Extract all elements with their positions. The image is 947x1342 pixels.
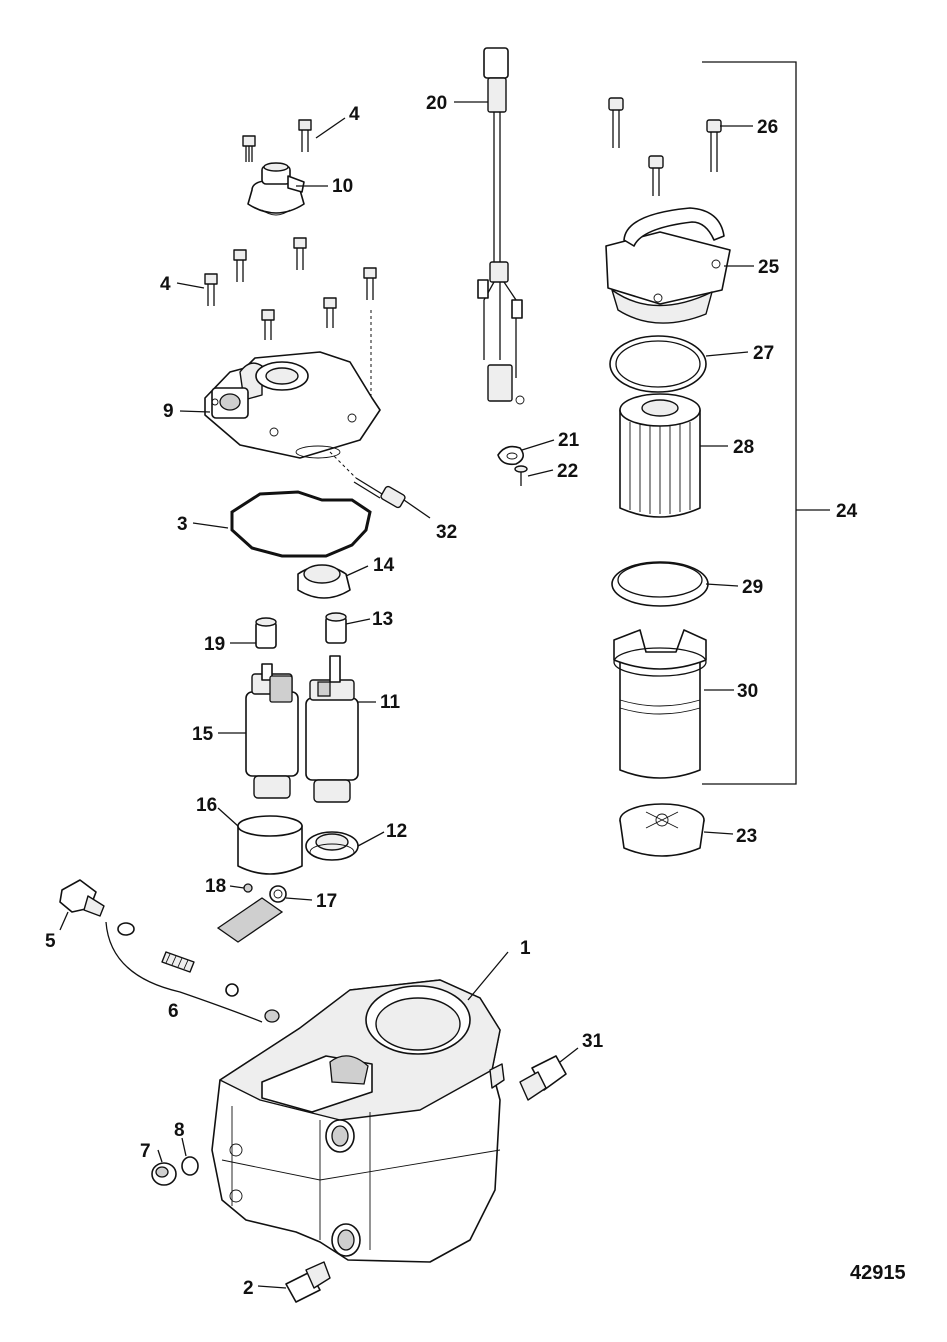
- callout-6: 6: [168, 1001, 179, 1022]
- callout-30: 30: [737, 681, 758, 702]
- callout-2: 2: [243, 1278, 254, 1299]
- part-15-fuel-pump: [245, 663, 299, 799]
- callout-13: 13: [372, 609, 393, 630]
- leader-lines: [59, 101, 754, 1289]
- part-26-screws: [608, 97, 722, 196]
- callout-28: 28: [733, 437, 754, 458]
- callout-14: 14: [373, 555, 395, 576]
- figure-number: 42915: [850, 1262, 906, 1284]
- part-25-filter-cover: [605, 207, 731, 324]
- part-23-filter-cap: [619, 803, 705, 857]
- part-3-gasket: [230, 490, 372, 558]
- callout-27: 27: [753, 343, 774, 364]
- callout-5: 5: [45, 931, 56, 952]
- part-18-ball: [243, 883, 253, 893]
- callout-9: 9: [163, 401, 174, 422]
- part-10-pressure-regulator: [247, 162, 305, 216]
- part-16-ring: [237, 815, 303, 875]
- callout-1: 1: [520, 938, 531, 959]
- part-30-filter-bowl: [613, 629, 707, 779]
- part-11-fuel-pump: [305, 655, 359, 803]
- part-4-bolts: [204, 119, 377, 340]
- callout-4: 4: [160, 274, 171, 295]
- callout-labels: 1 2 3 4 4 5 6 7 8 9 10 11 12 13 14 15 16…: [45, 93, 858, 1299]
- part-19-sleeve: [255, 617, 277, 649]
- part-21-clip: [497, 445, 524, 466]
- part-5-fitting: [59, 879, 105, 917]
- part-7-plug: [151, 1162, 177, 1186]
- part-13-sleeve: [325, 612, 347, 644]
- callout-17: 17: [316, 891, 337, 912]
- callout-24: 24: [836, 501, 858, 522]
- callout-21: 21: [558, 430, 580, 451]
- bracket-24: [702, 61, 797, 785]
- callout-19: 19: [204, 634, 225, 655]
- part-9-pump-cover: [204, 351, 381, 459]
- part-31-fitting: [519, 1055, 567, 1101]
- callout-11: 11: [380, 692, 401, 713]
- callout-29: 29: [742, 577, 763, 598]
- part-22-screw: [514, 465, 528, 486]
- callout-26: 26: [757, 117, 778, 138]
- part-27-o-ring: [609, 335, 707, 393]
- part-20-wiring-harness: [477, 47, 525, 405]
- part-32-sensor: [329, 451, 406, 509]
- callout-20: 20: [426, 93, 447, 114]
- callout-8: 8: [174, 1120, 185, 1141]
- callout-15: 15: [192, 724, 214, 745]
- callout-16: 16: [196, 795, 217, 816]
- part-29-o-ring: [611, 561, 709, 607]
- callout-4: 4: [349, 104, 360, 125]
- callout-31: 31: [582, 1031, 604, 1052]
- part-17-float-sensor: [216, 885, 287, 943]
- part-6-kit: [105, 921, 280, 1023]
- callout-3: 3: [177, 514, 188, 535]
- callout-12: 12: [386, 821, 407, 842]
- callout-18: 18: [205, 876, 226, 897]
- callout-25: 25: [758, 257, 780, 278]
- part-14-cap: [297, 564, 351, 599]
- callout-7: 7: [140, 1141, 151, 1162]
- callout-22: 22: [557, 461, 578, 482]
- callout-32: 32: [436, 522, 457, 543]
- part-8-o-ring: [181, 1156, 199, 1176]
- part-1-housing: [211, 979, 505, 1263]
- callout-10: 10: [332, 176, 353, 197]
- part-12-grommet: [305, 831, 359, 861]
- part-2-fitting: [285, 1261, 331, 1303]
- part-28-filter-element: [619, 393, 701, 518]
- callout-23: 23: [736, 826, 757, 847]
